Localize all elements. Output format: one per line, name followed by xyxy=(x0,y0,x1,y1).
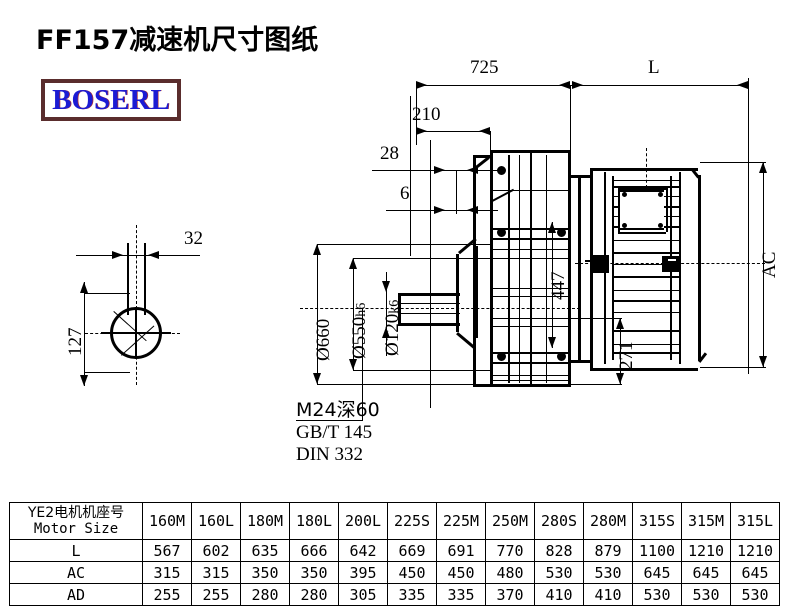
table-cell: 642 xyxy=(338,539,388,562)
table-row-label: AC xyxy=(9,561,143,584)
table-cell: 602 xyxy=(191,539,241,562)
table-cell: 666 xyxy=(289,539,339,562)
table-cell: 480 xyxy=(485,561,535,584)
terminal-bolt-icon xyxy=(622,192,627,197)
table-col-size: 315S xyxy=(632,502,682,540)
table-cell: 370 xyxy=(485,583,535,606)
page-title: FF157减速机尺寸图纸 xyxy=(36,25,319,56)
dim-271: 271 xyxy=(616,341,637,371)
note-m24: M24深60 xyxy=(296,399,380,421)
table-cell: 635 xyxy=(240,539,290,562)
table-cell: 395 xyxy=(338,561,388,584)
table-row-label: L xyxy=(9,539,143,562)
table-cell: 770 xyxy=(485,539,535,562)
dim-6: 6 xyxy=(400,183,410,204)
bolt-boss-icon xyxy=(497,166,506,175)
note-din332: DIN 332 xyxy=(296,444,364,465)
table-cell: 645 xyxy=(681,561,731,584)
table-cell: 828 xyxy=(534,539,584,562)
dim-210: 210 xyxy=(412,104,441,125)
table-header-cjk: YE2电机机座号 xyxy=(27,505,125,521)
table-col-size: 280S xyxy=(534,502,584,540)
table-col-size: 315L xyxy=(730,502,780,540)
table-col-size: 225S xyxy=(387,502,437,540)
motor-size-table: YE2电机机座号 Motor Size 160M 160L 180M 180L … xyxy=(9,502,780,606)
table-cell: 450 xyxy=(387,561,437,584)
table-cell: 315 xyxy=(191,561,241,584)
table-cell: 315 xyxy=(142,561,192,584)
table-col-size: 180L xyxy=(289,502,339,540)
table-cell: 350 xyxy=(240,561,290,584)
table-cell: 450 xyxy=(436,561,486,584)
table-cell: 255 xyxy=(142,583,192,606)
table-col-size: 160M xyxy=(142,502,192,540)
bolt-boss-icon xyxy=(497,228,506,237)
table-col-size: 180M xyxy=(240,502,290,540)
table-cell: 567 xyxy=(142,539,192,562)
table-row: AC 315 315 350 350 395 450 450 480 530 5… xyxy=(9,561,780,584)
table-col-size: 200L xyxy=(338,502,388,540)
table-cell: 1100 xyxy=(632,539,682,562)
table-row: AD 255 255 280 280 305 335 335 370 410 4… xyxy=(9,583,780,606)
table-cell: 410 xyxy=(583,583,633,606)
table-cell: 335 xyxy=(436,583,486,606)
table-cell: 280 xyxy=(289,583,339,606)
dim-AC: AC xyxy=(759,251,780,278)
table-cell: 669 xyxy=(387,539,437,562)
note-gbt145: GB/T 145 xyxy=(296,422,373,443)
table-cell: 410 xyxy=(534,583,584,606)
table-header-row: YE2电机机座号 Motor Size 160M 160L 180M 180L … xyxy=(9,502,780,540)
dim-447: 447 xyxy=(548,271,569,301)
table-cell: 335 xyxy=(387,583,437,606)
dim-L: L xyxy=(648,57,660,78)
table-row-label: AD xyxy=(9,583,143,606)
terminal-bolt-icon xyxy=(658,192,663,197)
terminal-bolt-icon xyxy=(622,223,627,228)
table-cell: 691 xyxy=(436,539,486,562)
table-header-en: Motor Size xyxy=(33,521,119,537)
bolt-boss-icon xyxy=(557,228,566,237)
table-cell: 645 xyxy=(730,561,780,584)
dim-725: 725 xyxy=(470,57,499,78)
table-col-size: 160L xyxy=(191,502,241,540)
table-cell: 879 xyxy=(583,539,633,562)
terminal-bolt-icon xyxy=(658,223,663,228)
dim-key-height-127: 127 xyxy=(65,327,86,357)
table-cell: 530 xyxy=(632,583,682,606)
table-header-label: YE2电机机座号 Motor Size xyxy=(9,502,143,540)
table-cell: 1210 xyxy=(730,539,780,562)
table-col-size: 250M xyxy=(485,502,535,540)
table-cell: 530 xyxy=(534,561,584,584)
table-cell: 1210 xyxy=(681,539,731,562)
dim-28: 28 xyxy=(380,143,399,164)
table-cell: 530 xyxy=(583,561,633,584)
brand-logo-text: BOSERL xyxy=(52,83,170,116)
table-cell: 305 xyxy=(338,583,388,606)
bolt-boss-icon xyxy=(497,352,506,361)
table-col-size: 315M xyxy=(681,502,731,540)
table-cell: 530 xyxy=(681,583,731,606)
table-col-size: 225M xyxy=(436,502,486,540)
dim-key-width-32: 32 xyxy=(184,228,203,249)
dim-d550: Ø550h6 xyxy=(349,303,370,359)
bolt-boss-icon xyxy=(557,352,566,361)
table-cell: 350 xyxy=(289,561,339,584)
dim-d660: Ø660 xyxy=(313,318,334,361)
brand-logo: BOSERL xyxy=(41,79,181,121)
table-cell: 645 xyxy=(632,561,682,584)
table-cell: 255 xyxy=(191,583,241,606)
table-cell: 530 xyxy=(730,583,780,606)
table-cell: 280 xyxy=(240,583,290,606)
table-col-size: 280M xyxy=(583,502,633,540)
dim-d550-value: Ø550 xyxy=(349,316,370,359)
table-row: L 567 602 635 666 642 669 691 770 828 87… xyxy=(9,539,780,562)
